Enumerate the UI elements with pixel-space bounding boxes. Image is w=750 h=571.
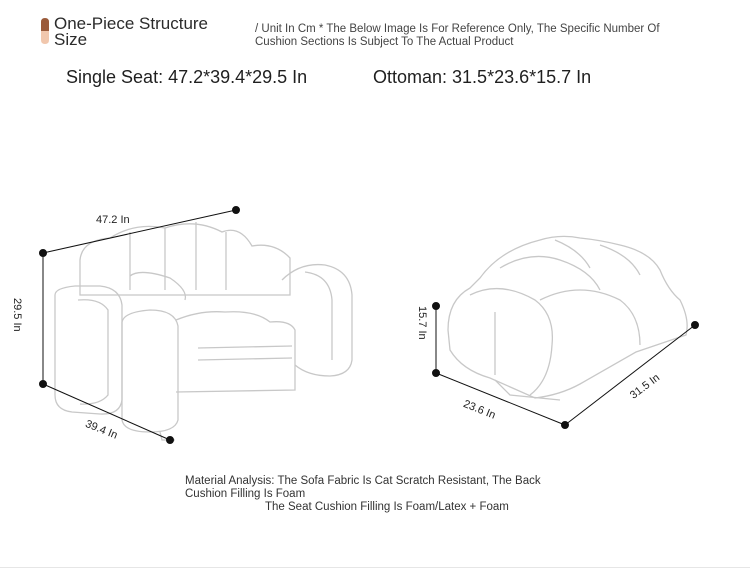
single-seat-dimensions: Single Seat: 47.2*39.4*29.5 In [66,67,308,87]
material-analysis-line-1: Material Analysis: The Sofa Fabric Is Ca… [185,475,541,500]
title-line-2: Size [54,30,88,49]
ottoman-illustration [447,235,688,401]
title-line-1: One-Piece Structure [54,14,209,33]
ottoman-dimension-lines [432,302,699,429]
section-title: One-Piece Structure Size [54,14,209,49]
sofa-height-label: 29.5 In [11,298,23,332]
sofa-dimension-lines [39,206,240,444]
material-analysis-line-2: The Seat Cushion Filling Is Foam/Latex +… [265,501,509,513]
ottoman-height-label: 15.7 In [416,306,428,340]
sofa-illustration [54,222,353,441]
title-badge [40,17,50,45]
divider [0,567,750,568]
sofa-width-label: 47.2 In [96,214,130,226]
ottoman-dimensions: Ottoman: 31.5*23.6*15.7 In [373,67,592,87]
unit-note: / Unit In Cm * The Below Image Is For Re… [255,23,660,48]
